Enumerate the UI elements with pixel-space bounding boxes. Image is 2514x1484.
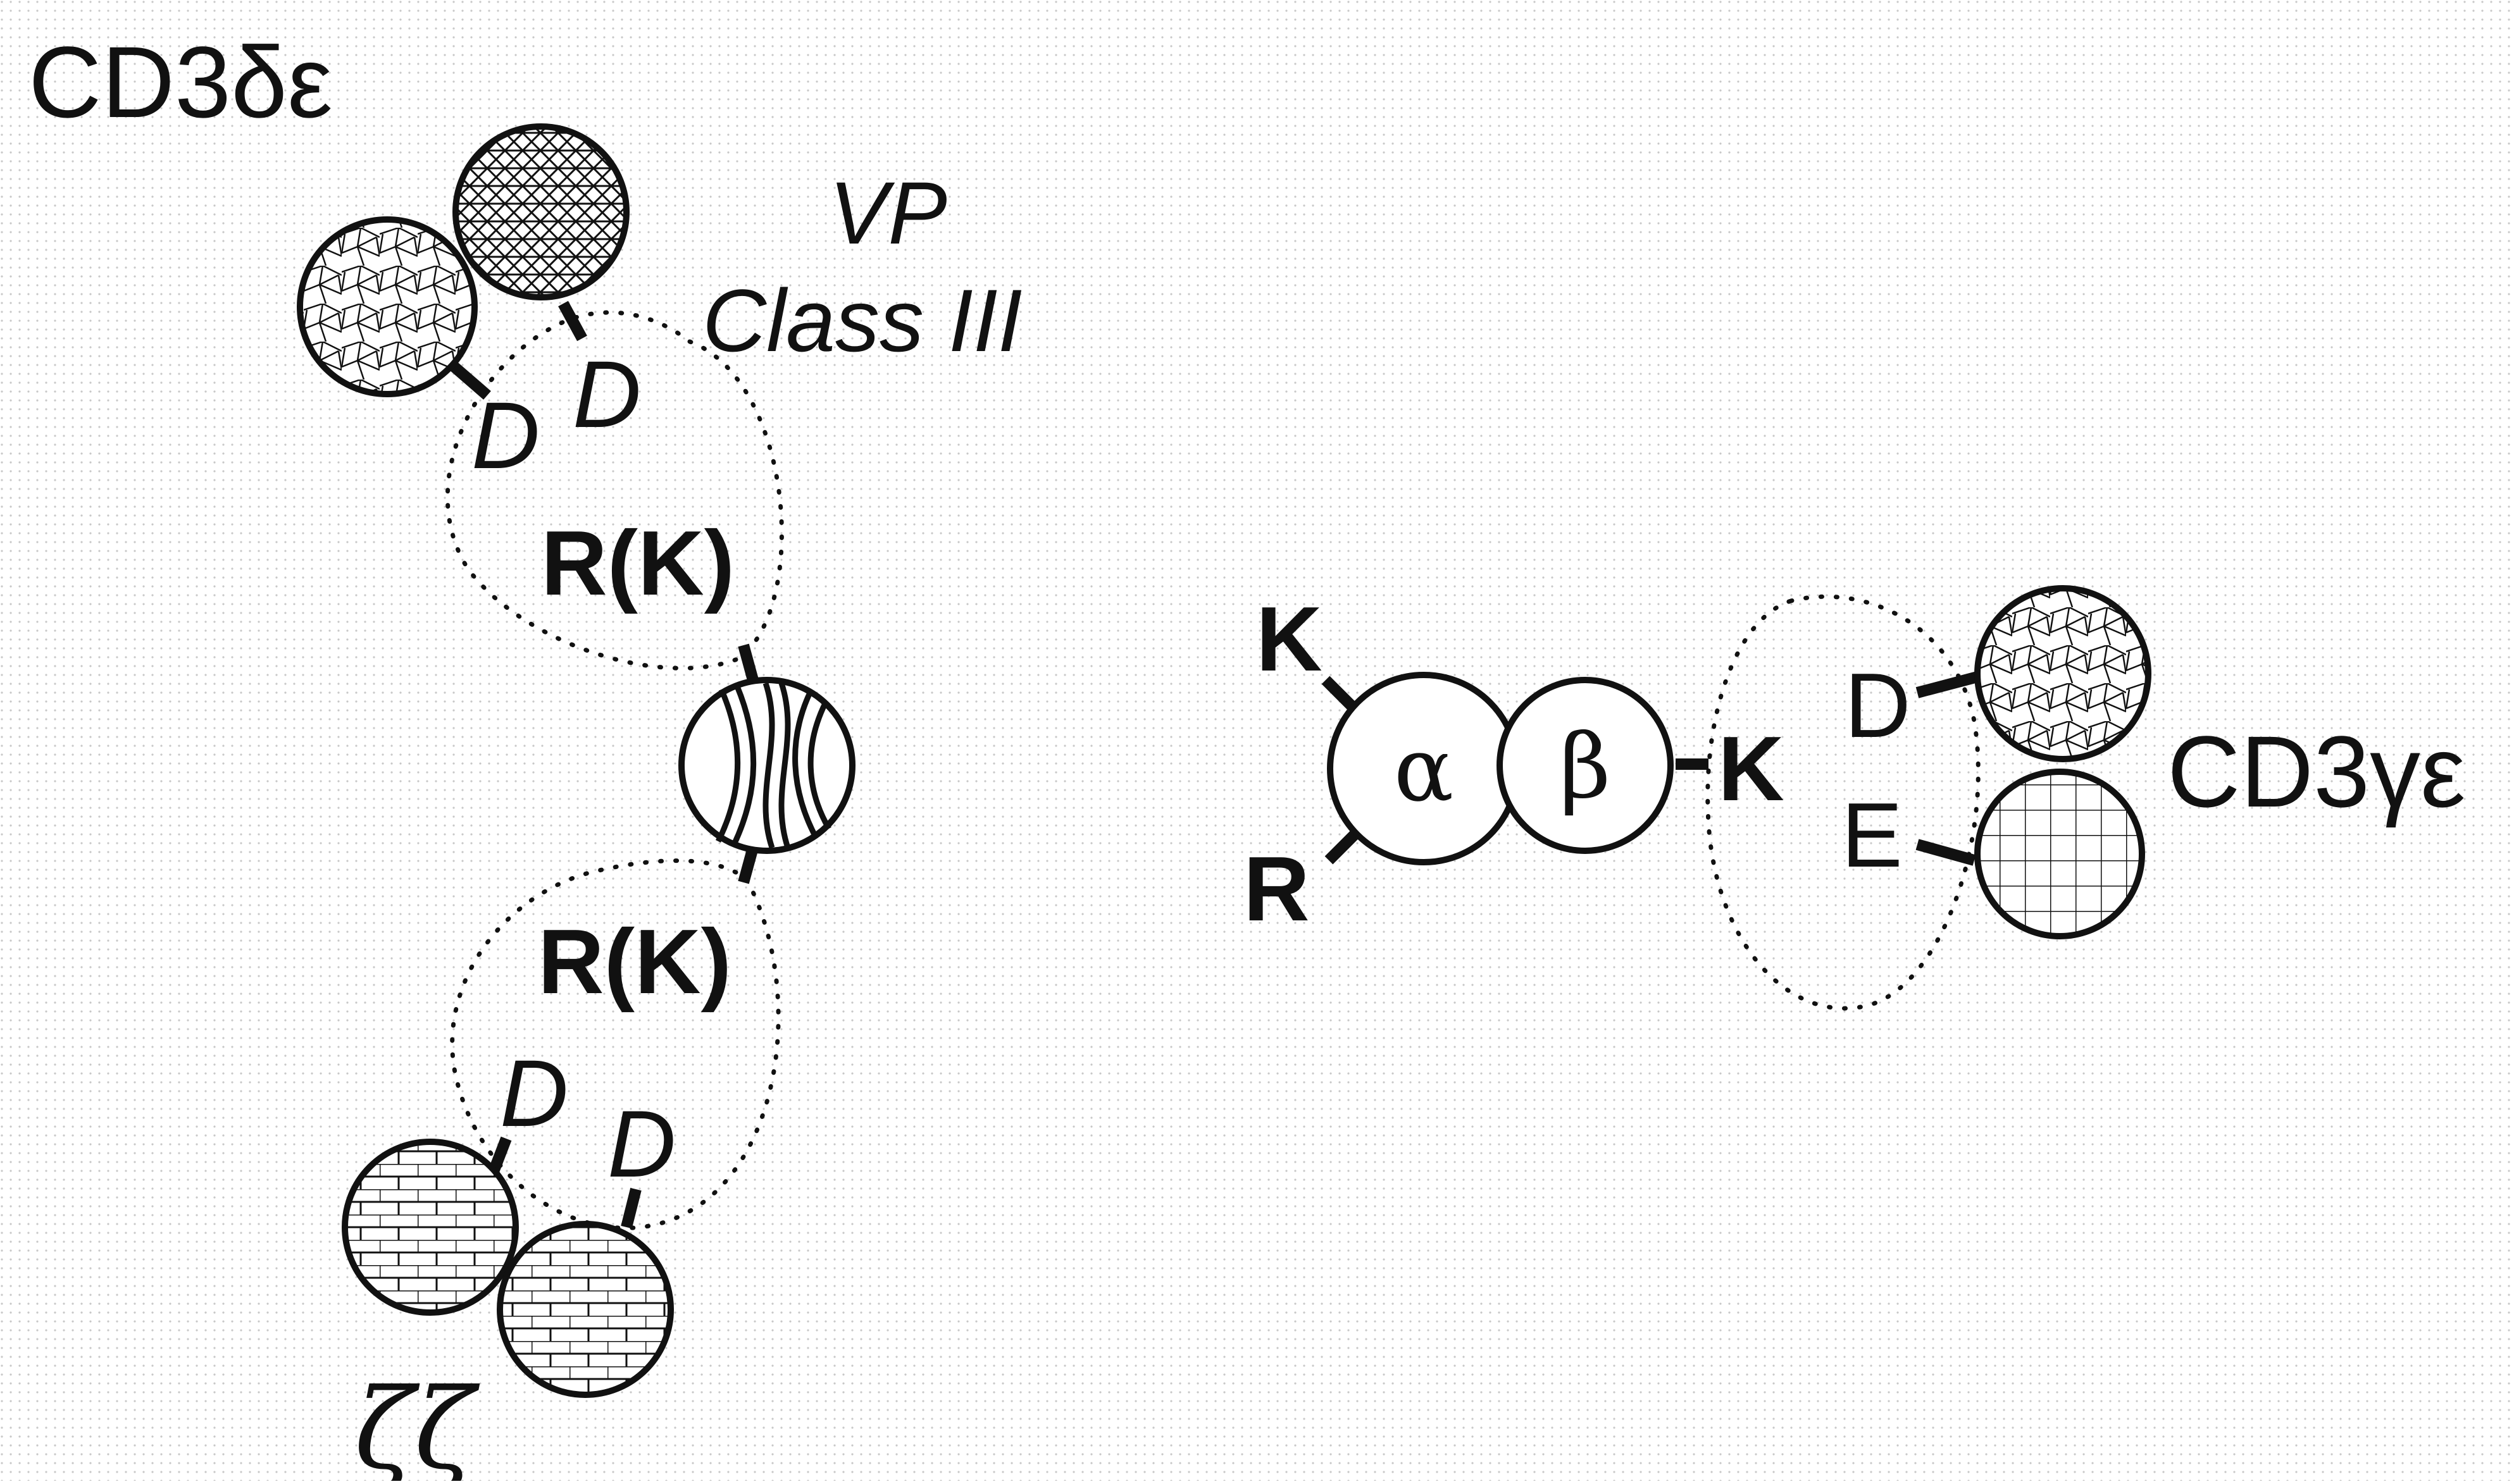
cd3ge-circle-grid	[1974, 769, 2145, 939]
right-envelope	[1705, 594, 1981, 1011]
stalk-de2	[558, 300, 587, 342]
class3-label: Class III	[702, 271, 1023, 370]
stalk-mid-top	[738, 643, 759, 682]
lower-envelope	[450, 858, 781, 1230]
cd3de-label: CD3δε	[28, 25, 332, 139]
stalk-ge-d	[1915, 671, 1979, 698]
d-label-de1: D	[471, 382, 540, 488]
beta-circle	[1497, 677, 1674, 854]
stalk-zz2	[621, 1187, 642, 1229]
striped-circle	[678, 677, 856, 854]
k-label-beta: K	[1718, 717, 1784, 820]
dotted-envelopes	[445, 310, 1981, 1230]
zeta-label: ζζ	[354, 1366, 480, 1481]
k-label-alpha: K	[1256, 588, 1322, 690]
cd3ge-label: CD3γε	[2167, 715, 2465, 828]
stalk-alpha-k	[1321, 676, 1359, 713]
upper-envelope	[445, 310, 784, 671]
d-label-de2: D	[573, 341, 641, 447]
zeta-circle-2	[497, 1221, 674, 1398]
cd3de-circle-mesh	[297, 216, 478, 397]
cd3de-circle-crosshatch	[452, 123, 630, 300]
beta-label: β	[1560, 715, 1611, 819]
d-label-zz1: D	[500, 1040, 568, 1146]
stalk-ge-e	[1915, 839, 1976, 866]
cd3ge-circle-mesh	[1974, 585, 2151, 762]
e-label-ge: E	[1841, 784, 1903, 886]
d-label-zz2: D	[607, 1091, 676, 1197]
stalk-mid-bot	[738, 846, 759, 884]
rk-label-lower: R(K)	[538, 910, 731, 1013]
r-label-alpha: R	[1243, 838, 1310, 940]
d-label-ge: D	[1845, 654, 1911, 757]
vp-label: VP	[829, 163, 947, 263]
alpha-label: α	[1394, 719, 1454, 822]
zeta-circle-1	[342, 1139, 519, 1316]
rk-label-upper: R(K)	[541, 512, 735, 614]
